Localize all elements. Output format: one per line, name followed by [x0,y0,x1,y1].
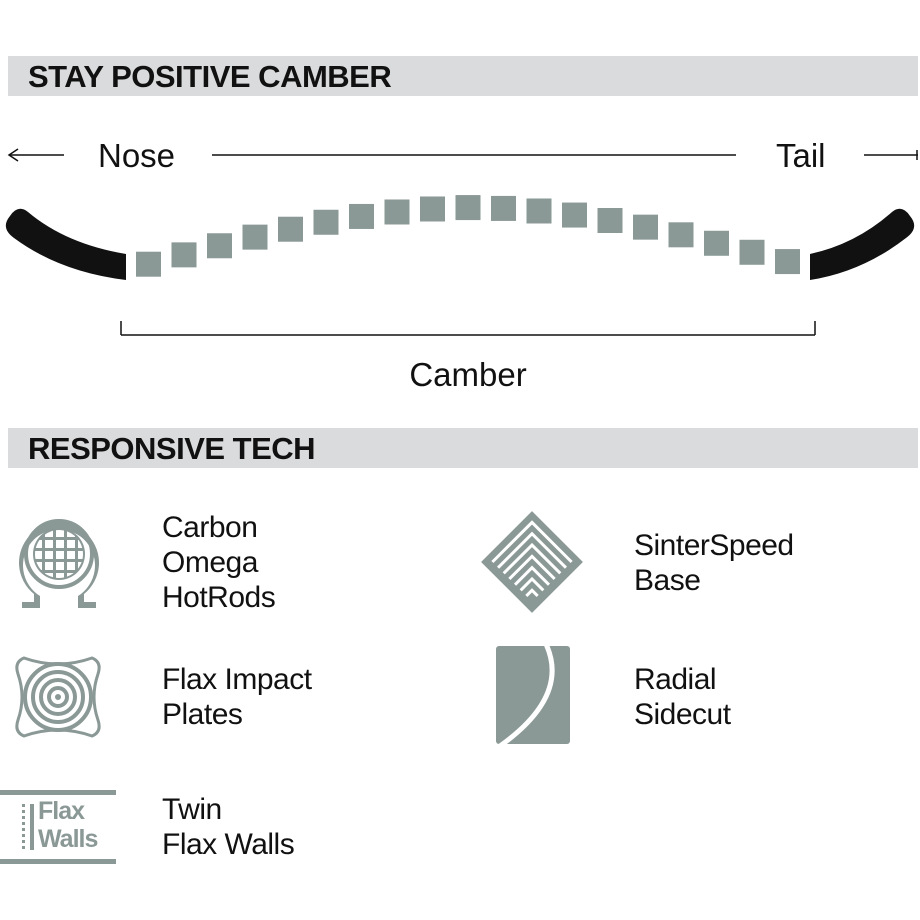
tech-label-sinterspeed: SinterSpeed Base [634,529,794,597]
camber-profile-diagram: Nose Tail Camber [5,137,918,393]
camber-segment [597,207,623,233]
radial-sidecut-icon [496,646,570,746]
camber-segment [526,198,552,224]
carbon-omega-icon [19,519,99,608]
camber-segment [668,222,694,248]
flax-walls-icon: Flax Walls [0,790,116,864]
tech-label-carbon-omega: Carbon Omega HotRods [162,511,276,614]
camber-segment [242,224,268,250]
camber-segment [171,242,197,268]
camber-segment [739,239,765,265]
sinterspeed-base-icon [481,511,583,613]
camber-segment [349,203,374,229]
camber-segment [633,214,658,240]
camber-segment [136,251,161,277]
flax-impact-plates-icon [15,656,101,738]
camber-section-title: STAY POSITIVE CAMBER [28,59,392,94]
tail-arrow-icon [864,150,918,160]
camber-segment [313,209,339,235]
tech-label-radial-sidecut: Radial Sidecut [634,663,731,731]
camber-label: Camber [409,356,526,393]
camber-segment [491,195,516,221]
camber-segment [278,216,303,242]
camber-segment [455,195,481,221]
tech-section-header: RESPONSIVE TECH [8,428,918,468]
nose-arrow-icon [7,148,64,162]
camber-segment [420,196,445,222]
tech-section-title: RESPONSIVE TECH [28,431,316,466]
tail-label: Tail [776,137,826,174]
camber-bracket [120,321,816,336]
camber-segment [384,199,410,225]
camber-segment [775,249,800,275]
camber-section-header: STAY POSITIVE CAMBER [8,56,918,96]
tech-label-flax-walls: Twin Flax Walls [162,793,295,861]
camber-segment [207,233,232,259]
nose-label: Nose [98,137,175,174]
nose-tip [5,208,126,280]
tech-label-flax-impact: Flax Impact Plates [162,663,312,731]
camber-segments [136,195,800,277]
camber-segment [704,230,729,256]
tail-tip [810,208,915,280]
camber-segment [562,202,587,228]
